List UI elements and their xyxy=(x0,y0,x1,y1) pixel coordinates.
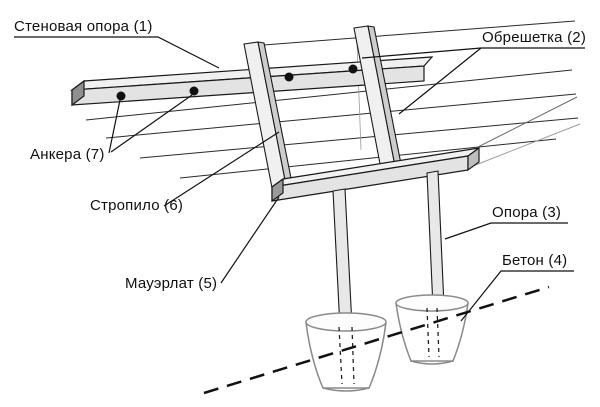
mauerlat-beam xyxy=(271,146,480,203)
bucket-rim xyxy=(395,294,469,312)
bucket-body xyxy=(395,302,469,362)
lathing-line xyxy=(85,69,573,121)
concrete-bucket-left xyxy=(305,312,387,392)
lathing-line xyxy=(179,138,557,179)
leader-anchors-1 xyxy=(108,99,121,154)
leader-rafter xyxy=(163,131,280,207)
anchor-dots xyxy=(116,64,358,101)
mauerlat-right-end xyxy=(467,146,480,172)
roof-edge-line xyxy=(469,96,578,152)
leader-concrete xyxy=(460,270,574,322)
label-lathing: Обрешетка (2) xyxy=(482,29,587,46)
label-anchors: Анкера (7) xyxy=(30,146,105,163)
roof-edge-line xyxy=(472,123,581,167)
hidden-post-dashed xyxy=(351,326,355,385)
lathing-line xyxy=(139,117,579,159)
concrete-bucket-right xyxy=(395,294,469,365)
label-rafter: Стропило (6) xyxy=(90,197,184,214)
leader-anchors-2 xyxy=(110,94,193,153)
leader-lines xyxy=(14,36,585,322)
leader-lathing-1 xyxy=(361,47,482,59)
leader-wall-support xyxy=(14,36,220,69)
lathing-line xyxy=(249,20,576,47)
anchor-dot xyxy=(189,86,199,96)
beam-end-face xyxy=(71,79,85,107)
post-left xyxy=(332,188,353,329)
label-support: Опора (3) xyxy=(492,204,562,221)
label-mauerlat: Мауэрлат (5) xyxy=(125,275,218,292)
label-wall-support: Стеновая опора (1) xyxy=(14,18,153,35)
lathing-lines xyxy=(85,20,579,179)
leader-lathing-2 xyxy=(398,47,482,115)
anchor-dot xyxy=(348,64,358,74)
mauerlat-left-end xyxy=(271,177,284,203)
hidden-post-dashed xyxy=(426,307,430,358)
post-right xyxy=(426,170,445,309)
ground-dashed-line xyxy=(203,285,550,395)
bucket-rim xyxy=(305,312,387,332)
label-concrete: Бетон (4) xyxy=(502,252,568,269)
leader-support xyxy=(444,222,568,240)
anchor-dot xyxy=(284,72,294,82)
leader-mauerlat xyxy=(220,196,280,284)
bucket-body xyxy=(305,321,387,389)
bucket-base xyxy=(322,387,370,392)
lathing-line xyxy=(105,93,577,139)
anchor-dot xyxy=(116,91,126,101)
sketch-vertical-line xyxy=(356,41,362,151)
hidden-post-dashed xyxy=(338,326,343,385)
bucket-base xyxy=(410,360,454,365)
hidden-post-dashed xyxy=(436,307,440,358)
